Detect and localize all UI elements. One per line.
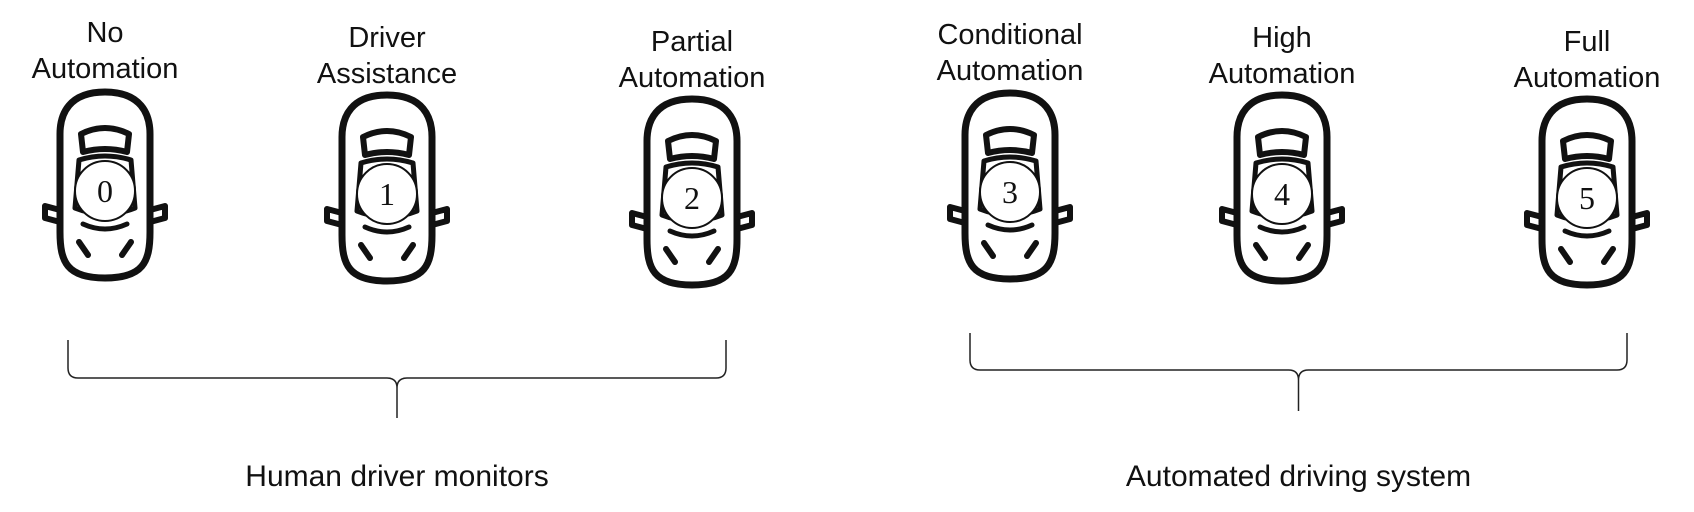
level-number: 1 <box>379 176 395 212</box>
level-title-line: Automation <box>619 62 766 94</box>
level-title-line: Automation <box>1209 58 1356 90</box>
group-label: Human driver monitors <box>245 460 548 493</box>
groups-layer: Human driver monitors Automated driving s… <box>67 333 1628 493</box>
level-title-line: Automation <box>32 53 179 85</box>
group-1: Human driver monitors <box>67 340 727 493</box>
level-title-line: High <box>1252 22 1312 54</box>
level-title-line: Assistance <box>317 58 457 90</box>
level-title-line: Conditional <box>937 19 1082 51</box>
level-title-line: Driver <box>348 22 426 54</box>
level-title-line: Automation <box>1514 62 1661 94</box>
group-label: Automated driving system <box>1126 460 1471 493</box>
level-number: 2 <box>684 180 700 216</box>
level-number: 3 <box>1002 174 1018 210</box>
level-number-circle <box>661 167 723 229</box>
level-number: 0 <box>97 173 113 209</box>
level-title-line: Full <box>1564 26 1611 58</box>
level-number-circle <box>1556 167 1618 229</box>
level-number-circle <box>356 163 418 225</box>
group-brace <box>67 340 727 418</box>
level-number-circle <box>1251 163 1313 225</box>
level-number-circle <box>74 160 136 222</box>
level-number-circle <box>979 161 1041 223</box>
level-title-line: Partial <box>651 26 733 58</box>
group-2: Automated driving system <box>969 333 1628 493</box>
level-title-line: No <box>86 17 123 49</box>
level-number: 4 <box>1274 176 1290 212</box>
group-brace <box>969 333 1628 411</box>
level-number: 5 <box>1579 180 1595 216</box>
level-title-line: Automation <box>937 55 1084 87</box>
